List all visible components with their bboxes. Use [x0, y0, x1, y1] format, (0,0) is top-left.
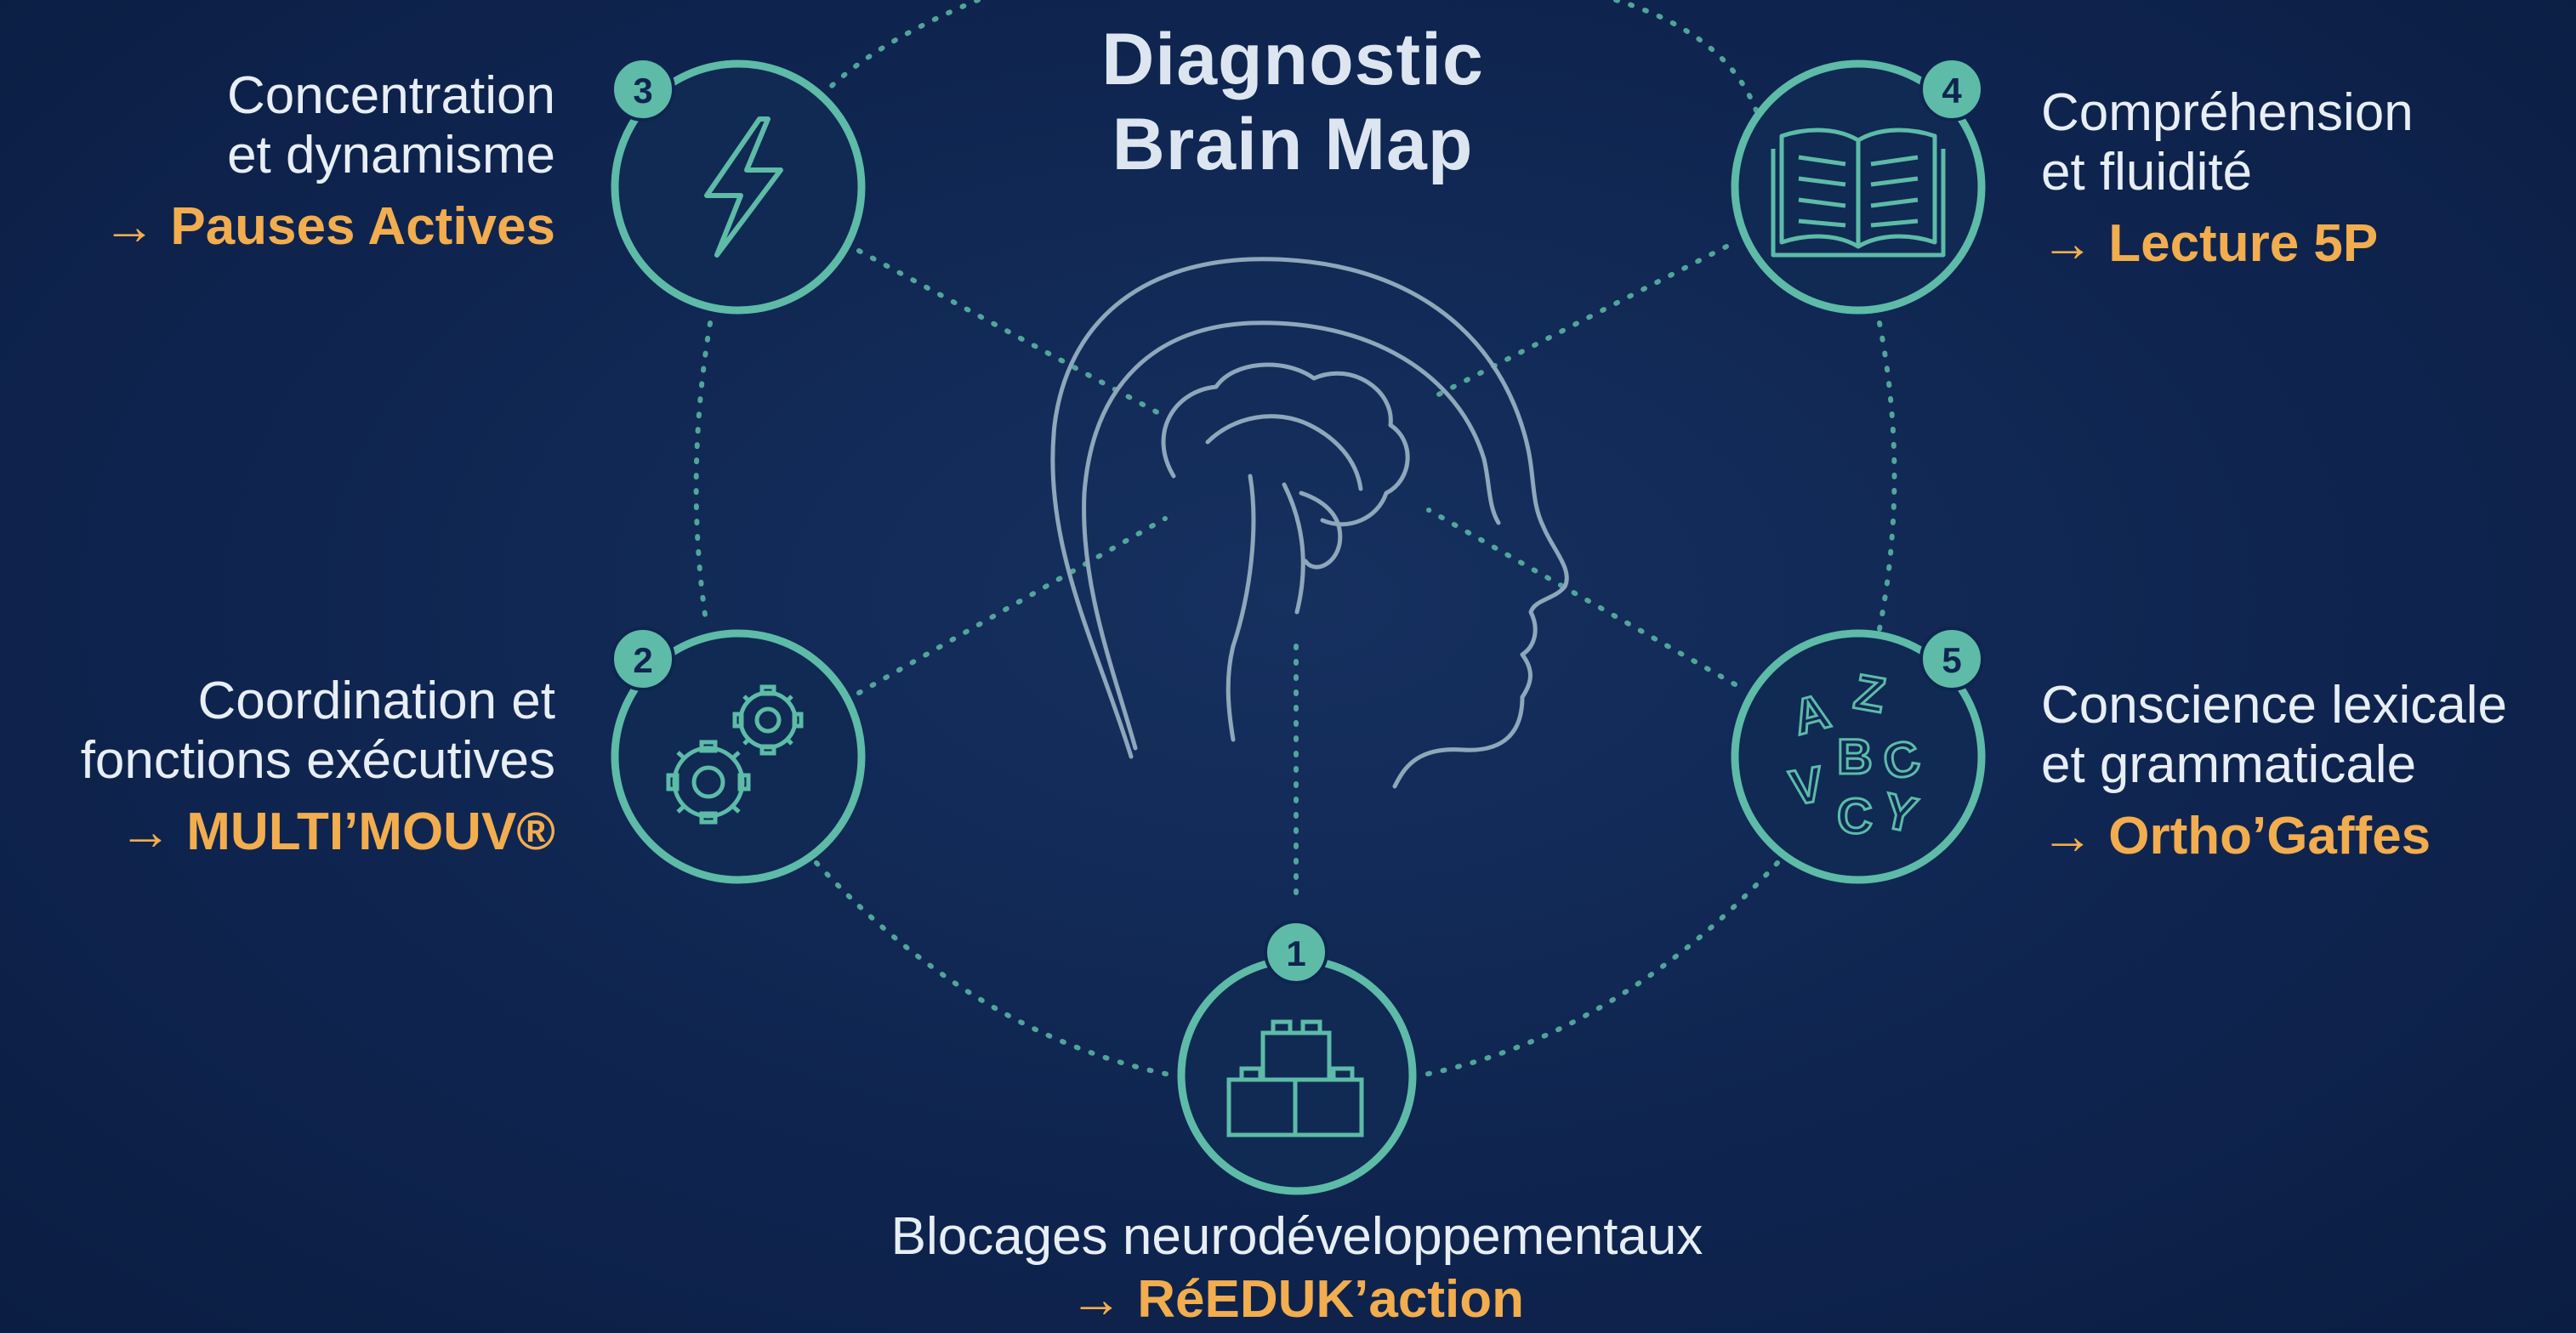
badge-1: 1: [1264, 920, 1328, 984]
title-line-2: Brain Map: [1112, 104, 1474, 185]
node-5: A Z B C V C Y: [1726, 625, 1990, 888]
node-3-circle: [611, 60, 866, 315]
node-4: [1726, 55, 1990, 319]
spoke-line: [1426, 508, 1737, 687]
title-line-1: Diagnostic: [1101, 19, 1484, 100]
building-blocks-icon: [1226, 1019, 1364, 1137]
badge-4: 4: [1919, 57, 1984, 122]
label-node-2: Coordination et fonctions exécutives → M…: [0, 672, 555, 862]
node-5-circle: A Z B C V C Y: [1731, 629, 1986, 884]
outer-ring-arc: [814, 860, 1176, 1078]
label-4-line-1: Compréhension: [2041, 83, 2414, 142]
label-node-3: Concentration et dynamisme → Pauses Acti…: [0, 66, 555, 257]
node-1-circle: [1177, 956, 1417, 1195]
program-ortho-gaffes: → Ortho’Gaffes: [2041, 807, 2431, 865]
badge-5: 5: [1919, 627, 1984, 691]
outer-ring-arc: [1418, 860, 1780, 1078]
label-1-line-1: Blocages neurodéveloppementaux: [890, 1207, 1703, 1266]
node-2-circle: [611, 629, 866, 884]
badge-3-number: 3: [633, 71, 652, 111]
spoke-line: [856, 248, 1168, 419]
label-2-line-2: fonctions exécutives: [80, 731, 555, 790]
label-2-line-1: Coordination et: [197, 672, 556, 730]
node-2: [606, 625, 870, 888]
outer-ring-arc: [693, 320, 713, 623]
head-brain-icon: [1050, 257, 1569, 789]
gears-icon: [666, 684, 804, 825]
letter-glyph: B: [1837, 729, 1873, 785]
badge-1-number: 1: [1286, 933, 1305, 973]
letter-glyph: C: [1837, 789, 1873, 844]
label-node-5: Conscience lexicale et grammaticale → Or…: [2041, 676, 2568, 866]
label-3-line-1: Concentration: [226, 66, 555, 125]
label-node-4: Compréhension et fluidité → Lecture 5P: [2041, 83, 2568, 274]
program-reeduk-action: → RéEDUK’action: [1070, 1270, 1524, 1329]
badge-5-number: 5: [1942, 640, 1961, 680]
node-4-circle: [1731, 60, 1986, 315]
open-book-icon: [1771, 128, 1946, 258]
label-5-line-1: Conscience lexicale: [2041, 676, 2507, 735]
badge-2: 2: [611, 627, 675, 691]
program-lecture-5p: → Lecture 5P: [2041, 214, 2379, 273]
spoke-line: [856, 516, 1168, 695]
badge-3: 3: [611, 57, 675, 122]
badge-4-number: 4: [1942, 71, 1962, 111]
lightning-icon: [704, 116, 783, 258]
spoke-line: [1426, 244, 1729, 402]
outer-ring-arc: [1877, 320, 1897, 632]
page-title: Diagnostic Brain Map: [1021, 17, 1565, 187]
node-3: [606, 55, 870, 319]
label-5-line-2: et grammaticale: [2041, 735, 2417, 794]
label-4-line-2: et fluidité: [2041, 143, 2253, 201]
node-1: [1174, 952, 1420, 1199]
program-pauses-actives: → Pauses Actives: [103, 197, 555, 256]
label-node-1: Blocages neurodéveloppementaux → RéEDUK’…: [787, 1207, 1807, 1330]
label-3-line-2: et dynamisme: [227, 126, 555, 184]
badge-2-number: 2: [633, 640, 652, 680]
program-multi-mouv: → MULTI’MOUV®: [119, 803, 555, 861]
